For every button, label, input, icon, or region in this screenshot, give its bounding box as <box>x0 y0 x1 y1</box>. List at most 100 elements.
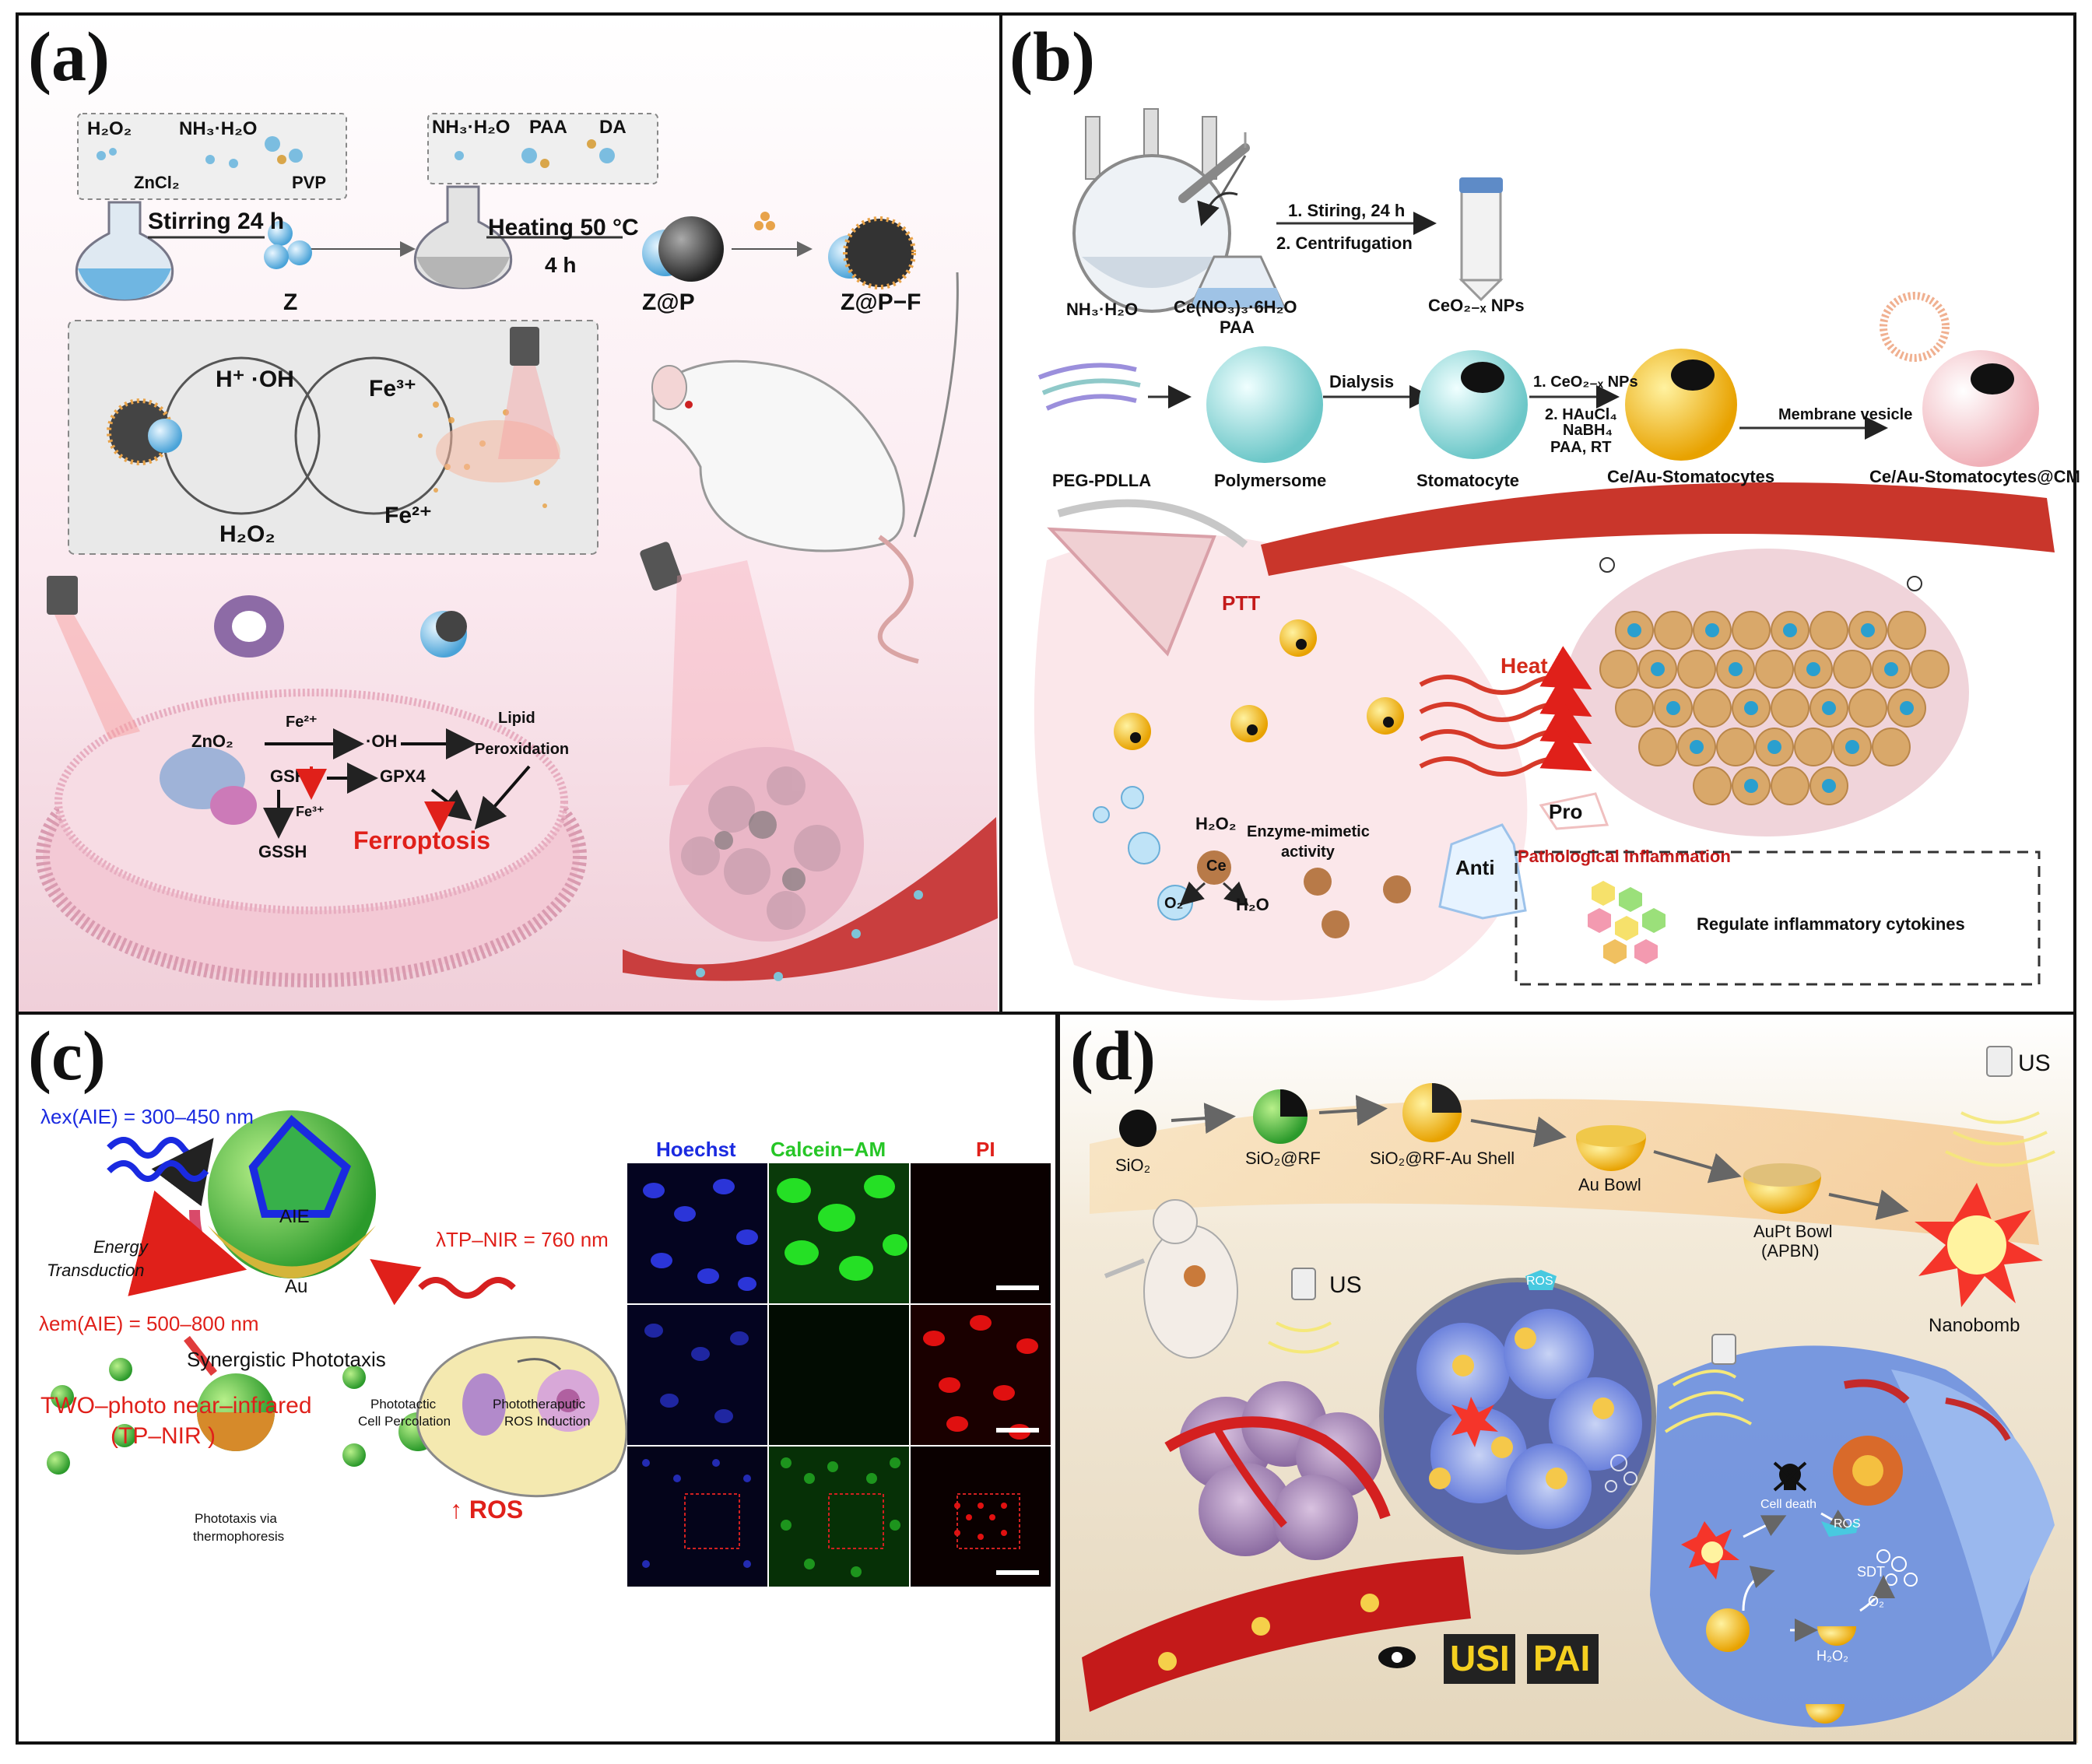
label-emission: λem(AIE) = 500–800 nm <box>39 1312 259 1335</box>
step-heating: Heating 50 °C <box>488 215 639 240</box>
assembly-step2: 2. HAuCl₄ <box>1545 406 1617 423</box>
scene-h2o2: H₂O₂ <box>1195 814 1237 833</box>
assembly-step4: PAA, RT <box>1550 439 1612 456</box>
cell-fe3: Fe³⁺ <box>296 804 325 819</box>
label-phototactic: Phototactic <box>370 1397 437 1412</box>
synth-step1: 1. Stiring, 24 h <box>1288 201 1406 220</box>
label-ros-cell: ROS <box>1834 1517 1861 1531</box>
mouse-illustration <box>640 272 959 786</box>
reagent-h2o2: H₂O₂ <box>87 118 132 139</box>
panel-b-label: (b) <box>1009 19 1095 96</box>
assembly-ceau: Ce/Au-Stomatocytes <box>1607 467 1775 486</box>
label-au: Au <box>285 1276 308 1297</box>
label-energy: Energy <box>93 1237 148 1257</box>
label-phototherapeutic: Phototheraputic <box>493 1397 586 1412</box>
reagent-zncl2: ZnCl₂ <box>134 173 180 192</box>
eye-icon <box>1378 1647 1416 1668</box>
panel-a <box>16 12 1002 1015</box>
label-ros: ↑ ROS <box>450 1496 524 1524</box>
scene-pro: Pro <box>1549 800 1583 823</box>
reagent-paa: PAA <box>529 117 567 138</box>
assembly-peg: PEG-PDLLA <box>1052 471 1152 490</box>
cell-oh: ·OH <box>366 731 398 751</box>
cell-gssh: GSSH <box>258 842 307 861</box>
assembly-membrane: Membrane vesicle <box>1778 406 1913 423</box>
panel-a-graphics <box>19 16 998 1012</box>
label-excitation: λex(AIE) = 300–450 nm <box>40 1105 254 1128</box>
product-zpf: Z@P−F <box>841 289 921 315</box>
synth-ce: Ce(NO₃)₃·6H₂O <box>1174 297 1297 317</box>
label-aubowl: Au Bowl <box>1578 1175 1641 1194</box>
label-pai: PAI <box>1533 1638 1591 1678</box>
assembly-ceau-cm: Ce/Au-Stomatocytes@CM <box>1869 467 2080 486</box>
cycle-fe2: Fe²⁺ <box>384 503 432 528</box>
label-sio2rf: SiO₂@RF <box>1245 1149 1321 1168</box>
label-apbn: (APBN) <box>1761 1241 1820 1261</box>
scene-heat: Heat <box>1501 654 1548 678</box>
assembly-polymersome: Polymersome <box>1214 471 1327 490</box>
scene-o2: O₂ <box>1164 895 1184 912</box>
panel-c-label: (c) <box>28 1018 106 1095</box>
scene-ce: Ce <box>1206 857 1227 875</box>
reagent-nh3: NH₃·H₂O <box>179 118 258 139</box>
synth-step2: 2. Centrifugation <box>1276 233 1413 253</box>
tumor-illustration <box>623 747 998 981</box>
label-auptbowl: AuPt Bowl <box>1753 1222 1833 1241</box>
scene-pathological: Pathological inflammation <box>1518 847 1731 866</box>
panel-d-graphics <box>1058 1012 2078 1743</box>
label-synergistic: Synergistic Phototaxis <box>187 1348 386 1371</box>
cell-gpx4: GPX4 <box>380 766 426 786</box>
scene-anti: Anti <box>1455 856 1495 879</box>
reagent-da: DA <box>599 117 627 138</box>
cell-ferroptosis: Ferroptosis <box>353 826 491 854</box>
cell-gsh: GSH <box>270 766 307 786</box>
synth-ceo2: CeO₂₋ₓ NPs <box>1428 296 1525 315</box>
micro-header-hoechst: Hoechst <box>656 1138 736 1161</box>
label-transduction: Transduction <box>47 1261 145 1280</box>
product-z: Z <box>283 289 298 315</box>
scene-regulate: Regulate inflammatory cytokines <box>1697 914 1965 934</box>
product-zp: Z@P <box>642 289 695 315</box>
label-tp-nir: (TP–NIR ) <box>111 1423 216 1449</box>
cell-lipid: Lipid <box>498 710 535 727</box>
scene-enzyme: Enzyme-mimetic <box>1247 823 1370 840</box>
label-tp-nir-wavelength: λTP–NIR = 760 nm <box>436 1228 609 1251</box>
label-two-photo: TWO–photo near–infrared <box>40 1393 312 1419</box>
label-usi: USI <box>1450 1638 1510 1678</box>
label-phototaxis: Phototaxis via <box>195 1511 277 1526</box>
scene-activity: activity <box>1281 843 1335 861</box>
label-shell: SiO₂@RF-Au Shell <box>1370 1149 1515 1168</box>
assembly-step3: NaBH₄ <box>1563 422 1613 439</box>
panel-c <box>16 1012 1060 1745</box>
cell-fe2: Fe²⁺ <box>286 714 318 731</box>
step-heating-time: 4 h <box>545 253 577 277</box>
cell-peroxidation: Peroxidation <box>475 741 570 758</box>
cycle-fe3: Fe³⁺ <box>369 376 416 402</box>
cell-illustration <box>36 576 587 987</box>
label-h2o2: H₂O₂ <box>1816 1648 1848 1664</box>
skull-icon <box>1773 1461 1807 1492</box>
panel-d-label: (d) <box>1070 1018 1156 1095</box>
label-cell-death: Cell death <box>1760 1498 1817 1511</box>
synth-nh3: NH₃·H₂O <box>1066 300 1139 319</box>
label-sio2: SiO₂ <box>1115 1156 1151 1175</box>
panel-d <box>1055 1012 2076 1745</box>
label-us-2: US <box>1329 1272 1362 1298</box>
micro-header-pi: PI <box>976 1138 995 1161</box>
cycle-h-oh: H⁺ ·OH <box>216 366 294 392</box>
synth-paa: PAA <box>1220 317 1255 337</box>
scene-h2o: H₂O <box>1236 895 1269 914</box>
label-o2: O₂ <box>1868 1594 1884 1609</box>
reagent-nh3-2: NH₃·H₂O <box>432 117 511 138</box>
label-thermophoresis: thermophoresis <box>193 1529 285 1544</box>
flask-icon-2 <box>413 185 513 289</box>
label-nanobomb: Nanobomb <box>1929 1315 2020 1336</box>
microscopy-grid <box>627 1163 1051 1587</box>
panel-c-graphics <box>47 1110 1051 1587</box>
label-sdt: SDT <box>1857 1564 1885 1580</box>
scene-ptt: PTT <box>1222 591 1261 615</box>
label-us-1: US <box>2018 1050 2051 1076</box>
panel-a-label: (a) <box>28 19 110 96</box>
micro-header-calcein: Calcein−AM <box>770 1138 886 1161</box>
